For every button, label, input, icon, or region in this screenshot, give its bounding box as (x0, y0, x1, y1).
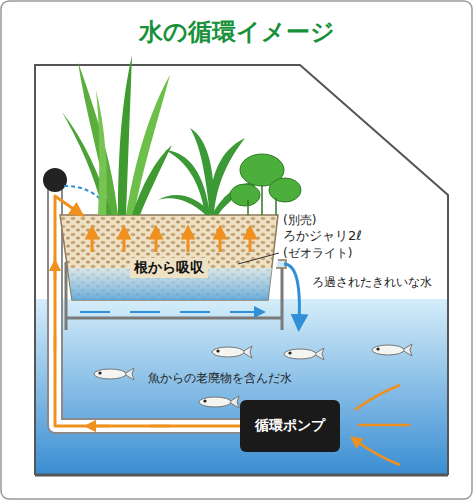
node-text: 根から吸収 (130, 258, 208, 278)
circulation-flow (55, 196, 240, 426)
outflow-arrow (284, 264, 299, 323)
title: 水の循環イメージ (0, 16, 473, 48)
flow-arrows (80, 311, 260, 313)
part-label: (別売) (283, 212, 316, 229)
absorb-arrows (92, 232, 250, 252)
part-label: (ゼオライト) (283, 245, 352, 262)
part-label: ろかジャリ2ℓ (283, 227, 362, 245)
part-label: ろ過されたきれいな水 (312, 274, 432, 291)
fish (94, 344, 412, 408)
node-text: 循環ポンプ (255, 417, 325, 435)
tank-bottom (35, 474, 448, 477)
tank-water (36, 298, 447, 474)
pump-box: 循環ポンプ (240, 400, 340, 452)
leader-line (238, 253, 279, 264)
gravel-tray-node: 根から吸収 (60, 215, 278, 300)
gravel-tray (60, 215, 278, 300)
inflow-arrows (355, 385, 410, 465)
water-note: 魚からの老廃物を含んだ水 (148, 370, 292, 387)
plants (62, 55, 301, 215)
pipe-outlet (43, 168, 67, 192)
